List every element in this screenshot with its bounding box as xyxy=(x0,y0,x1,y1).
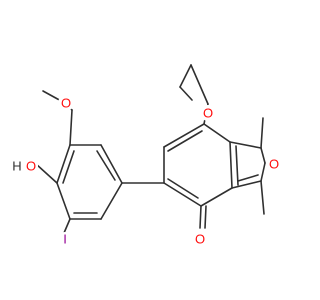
bond xyxy=(235,145,239,186)
bond xyxy=(237,174,259,182)
bond xyxy=(163,123,205,148)
bond xyxy=(260,147,266,164)
carbonyl-oxygen-atom: O xyxy=(192,231,208,247)
bond xyxy=(35,163,58,184)
bond xyxy=(190,64,209,105)
bond xyxy=(260,117,264,149)
bond xyxy=(62,150,75,184)
iodine-atom: I xyxy=(58,232,72,247)
bond xyxy=(199,205,202,229)
methoxy-oxygen-label: O xyxy=(61,96,71,111)
bond xyxy=(179,86,193,101)
ethoxy-oxygen-atom: O xyxy=(200,105,216,121)
bond xyxy=(229,141,233,189)
molecule-structure: O O O O H O I xyxy=(10,64,282,247)
bond xyxy=(260,162,266,182)
hydroxyl-group: H O xyxy=(10,158,38,174)
bond xyxy=(96,150,116,181)
ethoxy-oxygen-label: O xyxy=(203,106,213,121)
iodine-label: I xyxy=(63,232,67,247)
furan-oxygen-atom: O xyxy=(266,156,282,172)
bond xyxy=(203,123,231,143)
bond xyxy=(167,130,203,152)
bond xyxy=(63,218,71,234)
bond xyxy=(200,187,233,207)
furan-oxygen-label: O xyxy=(269,157,279,172)
methoxy-oxygen-atom: O xyxy=(58,95,74,111)
carbonyl-oxygen-label: O xyxy=(195,232,205,247)
bond-layer xyxy=(35,64,266,234)
bond xyxy=(229,141,262,149)
bond xyxy=(100,182,123,220)
bond xyxy=(56,182,71,220)
bond xyxy=(56,144,71,184)
atom-label-layer: O O O O H O I xyxy=(10,95,282,247)
hydroxyl-hydrogen-label: H xyxy=(12,159,21,174)
bond xyxy=(179,64,192,88)
bond xyxy=(100,144,123,184)
hydroxyl-oxygen-label: O xyxy=(26,159,36,174)
bond xyxy=(231,180,262,189)
bond xyxy=(204,205,207,229)
bond xyxy=(163,182,202,207)
bond xyxy=(260,180,265,215)
bond xyxy=(167,178,199,199)
bond xyxy=(69,109,73,146)
